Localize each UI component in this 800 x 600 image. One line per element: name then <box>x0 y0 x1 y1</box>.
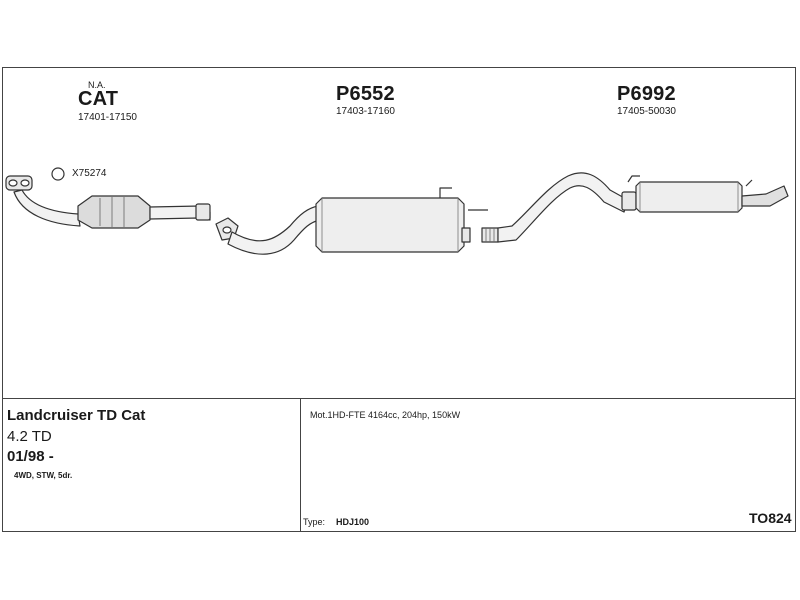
front-pipe-cat-assembly <box>5 175 211 229</box>
exhaust-system-diagram <box>5 167 789 255</box>
part-middle-muffler-oem: 17403-17160 <box>336 106 395 117</box>
part-rear-muffler-oem: 17405-50030 <box>617 106 676 117</box>
vehicle-engine-size: 4.2 TD <box>7 428 52 445</box>
gasket-code: X75274 <box>72 168 107 179</box>
engine-details: Mot.1HD-FTE 4164cc, 204hp, 150kW <box>310 410 461 420</box>
diagram-frame <box>2 67 796 532</box>
reference-code: TO824 <box>749 510 792 526</box>
middle-muffler-assembly <box>215 187 488 255</box>
part-cat-code: CAT <box>78 88 119 110</box>
vehicle-date: 01/98 - <box>7 448 54 465</box>
type-value: HDJ100 <box>336 517 370 527</box>
info-divider-horizontal <box>2 398 796 399</box>
part-cat-oem: 17401-17150 <box>78 112 137 123</box>
vehicle-body: 4WD, STW, 5dr. <box>14 471 73 480</box>
rear-muffler-assembly <box>481 172 789 243</box>
part-cat-note: N.A. <box>88 80 106 90</box>
vehicle-model: Landcruiser TD Cat <box>7 407 146 424</box>
part-rear-muffler-code: P6992 <box>617 83 676 105</box>
gasket-ring-icon <box>51 167 65 181</box>
info-divider-vertical <box>300 398 301 532</box>
type-label: Type: <box>303 517 326 527</box>
part-middle-muffler-code: P6552 <box>336 83 395 105</box>
